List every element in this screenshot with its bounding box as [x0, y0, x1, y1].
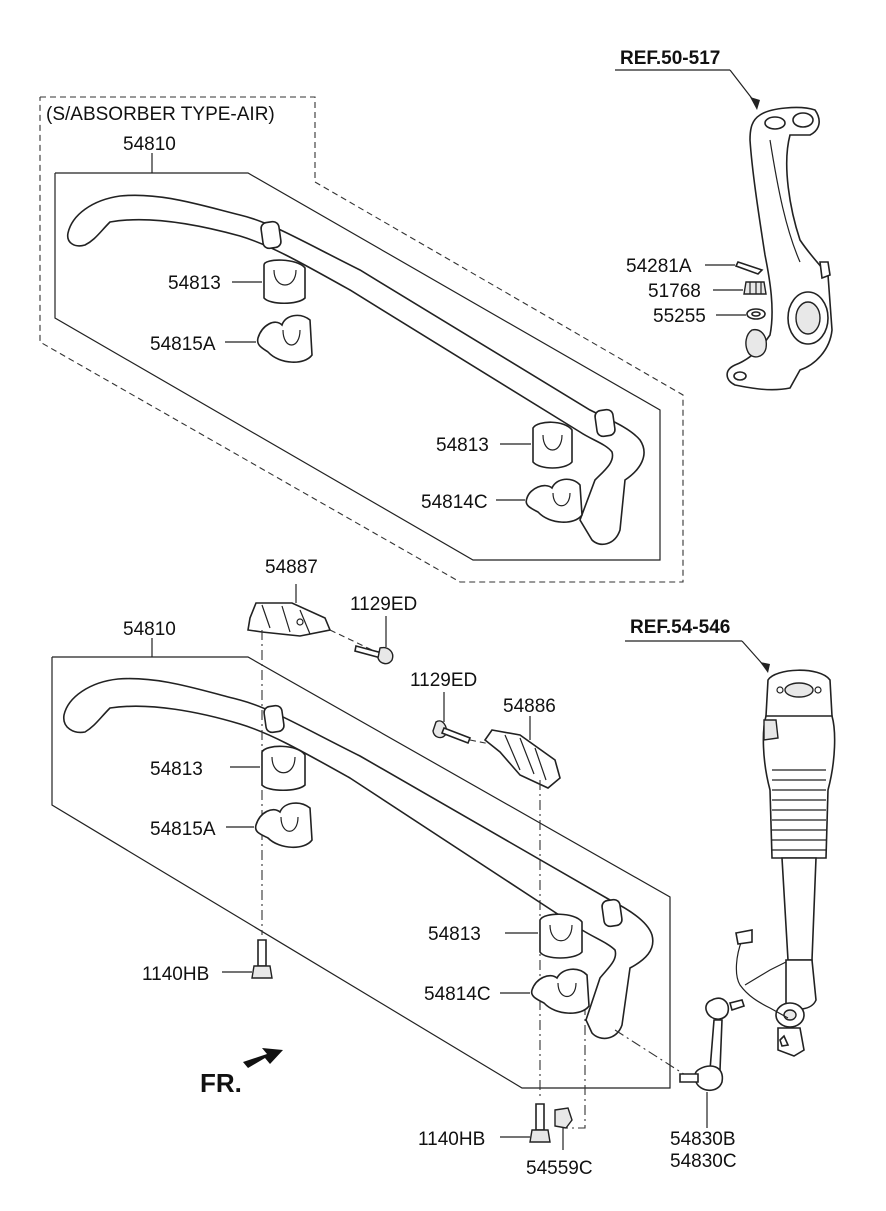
- upper-bolt-number: 1129ED: [350, 594, 417, 615]
- middle-bolt: [432, 720, 472, 745]
- nut-centerline: [563, 985, 586, 1129]
- upper-cover-number: 54887: [265, 557, 318, 578]
- sensor-wire: [735, 929, 789, 1019]
- upper-cover: [247, 602, 332, 637]
- upper-stabilizer-bar: [66, 194, 645, 546]
- steering-knuckle: [726, 106, 833, 391]
- upper-right-bushing-number: 54813: [436, 435, 489, 456]
- upper-bar-number: 54810: [123, 134, 176, 155]
- air-strut: [762, 669, 836, 1057]
- lower-stabilizer-bar: [63, 677, 654, 1040]
- castle-nut-number: 51768: [648, 281, 701, 302]
- upper-left-bushing-number: 54813: [168, 273, 221, 294]
- lower-left-bracket: [254, 802, 313, 849]
- link-centerline: [614, 1029, 691, 1079]
- strut-reference: REF.54-546: [630, 617, 730, 638]
- right-cover: [483, 729, 561, 789]
- lower-left-bolt: [251, 939, 273, 979]
- upper-group-box: [54, 172, 661, 561]
- variant-label: (S/ABSORBER TYPE-AIR): [46, 104, 275, 125]
- washer: [746, 308, 766, 320]
- stabilizer-link: [679, 997, 746, 1092]
- lower-right-bushing: [539, 913, 583, 959]
- bottom-bolt-number: 1140HB: [418, 1129, 485, 1150]
- lower-right-bracket-number: 54814C: [424, 984, 491, 1005]
- knuckle-reference: REF.50-517: [620, 48, 720, 69]
- lower-left-bushing-number: 54813: [150, 759, 203, 780]
- link-number-c: 54830C: [670, 1151, 737, 1172]
- upper-bolt: [354, 645, 394, 665]
- lower-left-bracket-number: 54815A: [150, 819, 216, 840]
- upper-right-bracket-number: 54814C: [421, 492, 488, 513]
- front-indicator: FR.: [200, 1068, 242, 1098]
- bottom-nut: [554, 1107, 573, 1129]
- upper-left-bracket: [256, 314, 313, 363]
- split-pin-number: 54281A: [626, 256, 692, 277]
- link-number-b: 54830B: [670, 1129, 736, 1150]
- split-pin: [734, 261, 764, 275]
- lower-left-bushing: [261, 745, 306, 792]
- upper-right-bracket: [525, 478, 583, 523]
- lower-right-bushing-number: 54813: [428, 924, 481, 945]
- washer-number: 55255: [653, 306, 706, 327]
- right-cover-number: 54886: [503, 696, 556, 717]
- upper-right-bushing: [532, 421, 573, 469]
- bottom-nut-number: 54559C: [526, 1158, 593, 1179]
- lower-right-bracket: [530, 968, 590, 1014]
- lower-left-bolt-number: 1140HB: [142, 964, 209, 985]
- upper-left-bracket-number: 54815A: [150, 334, 216, 355]
- castle-nut: [743, 281, 767, 295]
- middle-bolt-number: 1129ED: [410, 670, 477, 691]
- front-indicator-arrow: [243, 1048, 283, 1068]
- upper-left-bushing: [263, 259, 306, 305]
- ball-joint: [745, 328, 767, 358]
- lower-group-box: [51, 656, 671, 1089]
- lower-bar-number: 54810: [123, 619, 176, 640]
- bottom-bolt: [529, 1103, 551, 1143]
